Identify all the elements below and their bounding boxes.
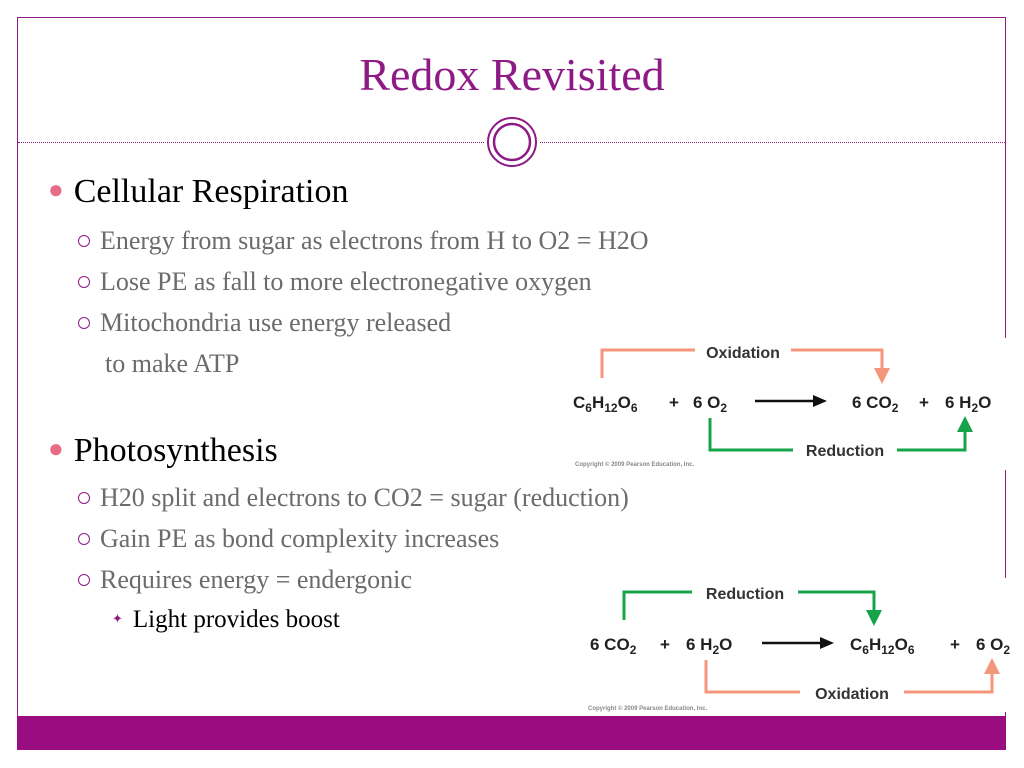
oxidation-arrowhead-icon — [874, 368, 890, 384]
copyright-note: Copyright © 2009 Pearson Education, Inc. — [575, 461, 694, 468]
bullet-cellular-respiration: ●Cellular Respiration — [48, 173, 349, 210]
title-divider-right — [540, 142, 1005, 143]
bullet-dot-icon: ● — [48, 434, 64, 463]
glucose-formula: C6H12O6 — [573, 393, 638, 415]
title-divider-left — [18, 142, 484, 143]
plus-sign: + — [660, 635, 670, 654]
reaction-arrowhead-icon — [820, 637, 834, 649]
oxidation-label: Oxidation — [706, 345, 780, 362]
list-item: Gain PE as bond complexity increases — [78, 524, 499, 554]
bottom-accent-band — [17, 716, 1006, 750]
plus-sign: + — [669, 393, 679, 412]
ring-bullet-icon — [78, 276, 90, 288]
plus-sign: + — [950, 635, 960, 654]
sub-list-item: ✦Light provides boost — [112, 606, 340, 633]
oxygen-formula: 6 O2 — [693, 393, 727, 415]
bullet-photosynthesis: ●Photosynthesis — [48, 432, 278, 469]
reaction-arrowhead-icon — [813, 395, 827, 407]
reduction-arrowhead-icon — [957, 416, 973, 432]
oxidation-arrowhead-icon — [984, 658, 1000, 674]
reduction-label: Reduction — [806, 443, 884, 460]
circle-ornament-icon — [487, 117, 537, 167]
ring-bullet-icon — [78, 574, 90, 586]
plus-sign: + — [919, 393, 929, 412]
carbon-dioxide-formula: 6 CO2 — [852, 393, 899, 415]
slide-title: Redox Revisited — [359, 49, 665, 100]
bullet-dot-icon: ● — [48, 175, 64, 204]
glucose-formula: C6H12O6 — [850, 635, 915, 657]
photosynthesis-redox-diagram: Reduction 6 CO2 + 6 H2O C6H12O6 + 6 O2 O… — [582, 578, 1024, 712]
reduction-label: Reduction — [706, 586, 784, 603]
list-item: Mitochondria use energy released — [78, 308, 451, 338]
star-bullet-icon: ✦ — [112, 611, 123, 626]
ring-bullet-icon — [78, 317, 90, 329]
list-item: Lose PE as fall to more electronegative … — [78, 267, 592, 297]
water-formula: 6 H2O — [945, 393, 991, 415]
oxygen-formula: 6 O2 — [976, 635, 1010, 657]
copyright-note: Copyright © 2009 Pearson Education, Inc. — [588, 705, 707, 712]
list-item: Requires energy = endergonic — [78, 565, 412, 595]
ring-bullet-icon — [78, 492, 90, 504]
carbon-dioxide-formula: 6 CO2 — [590, 635, 637, 657]
list-item-continuation: to make ATP — [105, 349, 240, 378]
water-formula: 6 H2O — [686, 635, 732, 657]
ring-bullet-icon — [78, 533, 90, 545]
list-item: H20 split and electrons to CO2 = sugar (… — [78, 483, 629, 513]
oxidation-label: Oxidation — [815, 686, 889, 703]
ring-bullet-icon — [78, 235, 90, 247]
list-item: Energy from sugar as electrons from H to… — [78, 226, 649, 256]
respiration-redox-diagram: Oxidation C6H12O6 + 6 O2 6 CO2 + 6 H2O R… — [565, 338, 1007, 470]
reduction-arrowhead-icon — [866, 610, 882, 626]
